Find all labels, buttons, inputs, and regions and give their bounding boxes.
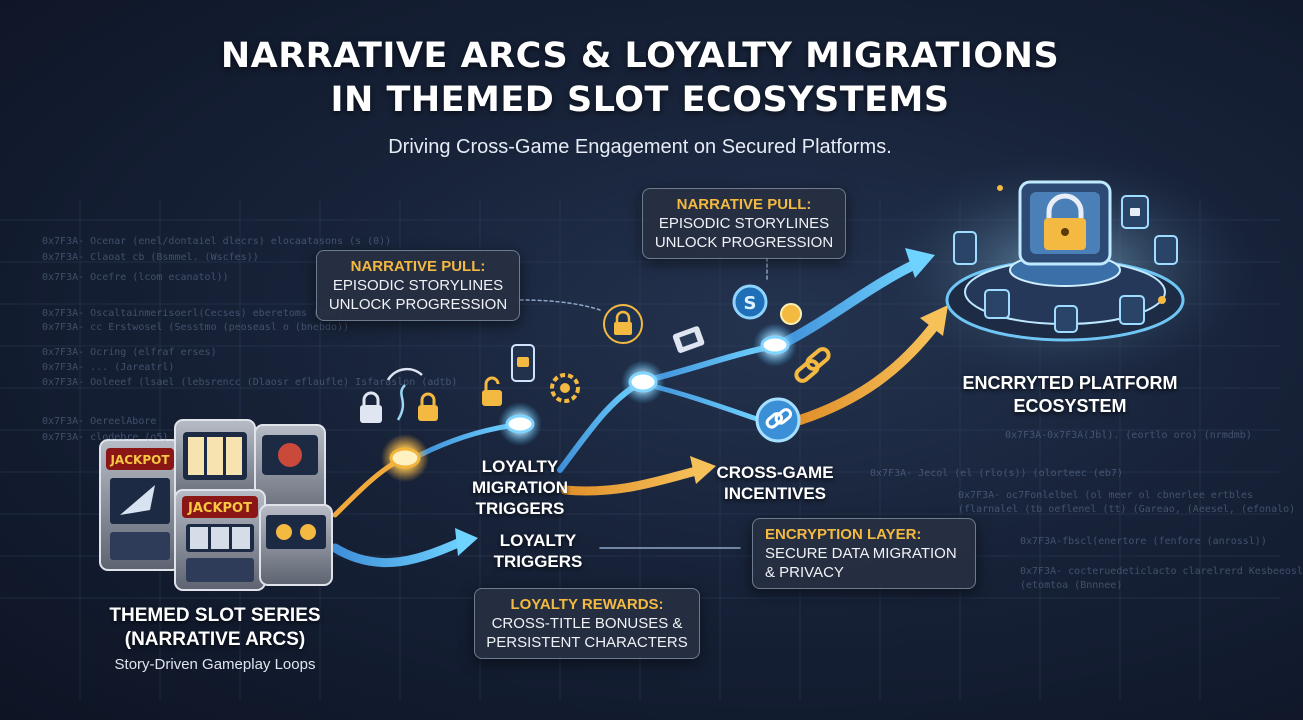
callout-line: UNLOCK PROGRESSION <box>654 234 834 251</box>
label-loyalty-migration-triggers: LOYALTY MIGRATION TRIGGERS <box>460 456 580 519</box>
bg-code-line: 0x7F3A- cc Erstwosel (Sesstmo (peoseasl … <box>42 322 350 333</box>
gold-lock-icon <box>418 392 438 421</box>
arrow-mid-to-link <box>645 382 763 423</box>
loop-icon <box>386 367 423 421</box>
page-title-line-1: NARRATIVE ARCS & LOYALTY MIGRATIONS <box>220 36 1060 76</box>
connector-narrative-left <box>519 299 601 311</box>
label-line: ENCRRYTED PLATFORM <box>962 373 1178 393</box>
bg-code-line: 0x7F3A- cocteruedeticlacto clarelrerd Ke… <box>1020 566 1303 577</box>
platform-device-4 <box>984 289 1010 319</box>
phone-icon <box>511 344 535 382</box>
label-line: LOYALTY <box>481 457 559 476</box>
callout-line: PERSISTENT CHARACTERS <box>486 634 688 651</box>
ticket-icon <box>672 326 705 353</box>
callout-narrative-pull-left: NARRATIVE PULL: EPISODIC STORYLINES UNLO… <box>316 250 520 321</box>
callout-line: UNLOCK PROGRESSION <box>328 296 508 313</box>
bg-code-line: 0x7F3A- Claoat cb (Bsmmel. (Wscfes)) <box>42 252 259 263</box>
slot-machine-icon: JACKPOT <box>174 489 266 591</box>
chain-link-icon <box>794 347 831 383</box>
platform-spark-1 <box>997 185 1003 191</box>
jackpot-sign-1: JACKPOT <box>109 453 170 467</box>
lock-icon <box>360 391 382 423</box>
label-encrypted-platform: ENCRRYTED PLATFORM ECOSYSTEM <box>935 372 1205 418</box>
arrow-migration-to-cross-game <box>560 465 705 496</box>
platform-device-6 <box>1119 295 1145 325</box>
label-line: CROSS-GAME <box>716 463 834 482</box>
svg-text:S: S <box>744 293 757 314</box>
flow-nodes <box>381 323 797 482</box>
bg-code-line: 0x7F3A- Oscaltainmerisoerl(Cecses) ebere… <box>42 308 344 319</box>
platform-device-1 <box>953 231 977 265</box>
slot-machine-icon <box>254 424 326 526</box>
bg-code-line: 0x7F3A-fbscl(enertore (fenfore (anrossl)… <box>1020 536 1267 547</box>
shield-lock-icon <box>1044 193 1086 250</box>
label-line: (NARRATIVE ARCS) <box>124 629 306 650</box>
label-line: INCENTIVES <box>723 484 827 503</box>
jackpot-sign-2: JACKPOT <box>187 501 252 516</box>
arrowhead-cross-game <box>690 456 716 484</box>
callout-heading: NARRATIVE PULL: <box>350 258 486 275</box>
label-line: LOYALTY <box>499 531 577 550</box>
callout-heading: LOYALTY REWARDS: <box>510 596 664 613</box>
label-line: TRIGGERS <box>475 499 565 518</box>
platform-spark-2 <box>1158 296 1166 304</box>
slot-machine-icon <box>259 504 333 586</box>
lock-badge-icon <box>603 304 643 344</box>
callout-heading: NARRATIVE PULL: <box>676 196 812 213</box>
bg-code-line: 0x7F3A- Ocenar (enel/dontaiel dlecrs) el… <box>42 236 392 247</box>
label-themed-slot-series: THEMED SLOT SERIES (NARRATIVE ARCS) <box>80 604 350 652</box>
slot-machine-icon <box>174 419 256 511</box>
bg-code-line: 0x7F3A- oc7Fonlelbel (ol meer ol cbnerle… <box>958 490 1254 501</box>
callout-loyalty-rewards: LOYALTY REWARDS: CROSS-TITLE BONUSES & P… <box>474 588 700 659</box>
slot-machines: JACKPOT JACKPOT <box>99 419 333 591</box>
bg-code-line: 0x7F3A- clodebre (o5) <box>42 432 169 443</box>
bg-code-line: 0x7F3A- Jecol (el (rlo(s)) (olorteec (eb… <box>870 468 1123 479</box>
arrow-mid-to-node <box>645 344 773 383</box>
label-loyalty-triggers: LOYALTY TRIGGERS <box>478 530 598 572</box>
label-line: ECOSYSTEM <box>1013 396 1127 416</box>
coin-icon: S <box>732 284 768 320</box>
callout-line: EPISODIC STORYLINES <box>658 215 830 232</box>
callout-line: CROSS-TITLE BONUSES & <box>491 615 683 632</box>
arrow-to-platform-blue <box>775 257 925 350</box>
bg-code-line: (etomtoa (Bnnnee) <box>1020 580 1123 591</box>
encrypted-platform <box>945 180 1185 342</box>
platform-device-3 <box>1154 235 1178 265</box>
bg-code-line: 0x7F3A- Ooleeef (lsael (lebsrencc (Dlaos… <box>42 377 458 388</box>
slot-machine-icon: JACKPOT <box>99 439 181 571</box>
gold-node-core <box>389 447 421 469</box>
label-line: TRIGGERS <box>493 552 583 571</box>
bg-code-line: 0x7F3A- Ocring (elfraf erses) <box>42 347 217 358</box>
arrow-to-platform-orange <box>795 320 940 425</box>
callout-line: SECURE DATA MIGRATION <box>765 545 957 562</box>
link-icon <box>755 397 801 443</box>
label-line: THEMED SLOT SERIES <box>109 605 321 626</box>
bg-code-line: (flarnalel (tb oeflenel (tt) (Gareao, (A… <box>958 504 1296 515</box>
callout-narrative-pull-top: NARRATIVE PULL: EPISODIC STORYLINES UNLO… <box>642 188 846 259</box>
bg-code-line: 0x7F3A- OereelAbore <box>42 416 157 427</box>
callout-heading: ENCRYPTION LAYER: <box>765 526 922 543</box>
bg-code-line: 0x7F3A-0x7F3A(Jbl). (eortlo oro) (nrmdmb… <box>1005 430 1252 441</box>
gold-coin-icon <box>780 303 802 325</box>
label-cross-game-incentives: CROSS-GAME INCENTIVES <box>710 462 840 504</box>
label-story-driven-loops: Story-Driven Gameplay Loops <box>114 656 316 673</box>
arrowhead-platform-blue <box>905 248 935 278</box>
arrowhead-slots-to-triggers <box>455 528 478 556</box>
bg-code-line: 0x7F3A- Ocefre (lcom ecanatol)) <box>42 272 229 283</box>
bg-code-line: 0x7F3A- ... (Jareatrl) <box>42 362 175 373</box>
gear-lock-icon <box>550 373 580 403</box>
platform-device-2 <box>1121 195 1149 229</box>
arrow-slots-to-triggers <box>330 535 470 568</box>
open-lock-icon <box>482 376 502 406</box>
callout-line: EPISODIC STORYLINES <box>332 277 504 294</box>
page-subtitle: Driving Cross-Game Engagement on Secured… <box>388 136 892 158</box>
page-title-line-2: IN THEMED SLOT ECOSYSTEMS <box>330 80 950 120</box>
callout-encryption-layer: ENCRYPTION LAYER: SECURE DATA MIGRATION … <box>752 518 976 589</box>
label-line: MIGRATION <box>471 478 568 497</box>
arrowhead-platform-orange <box>920 305 948 336</box>
callout-line: & PRIVACY <box>765 564 844 581</box>
platform-device-5 <box>1054 305 1078 333</box>
